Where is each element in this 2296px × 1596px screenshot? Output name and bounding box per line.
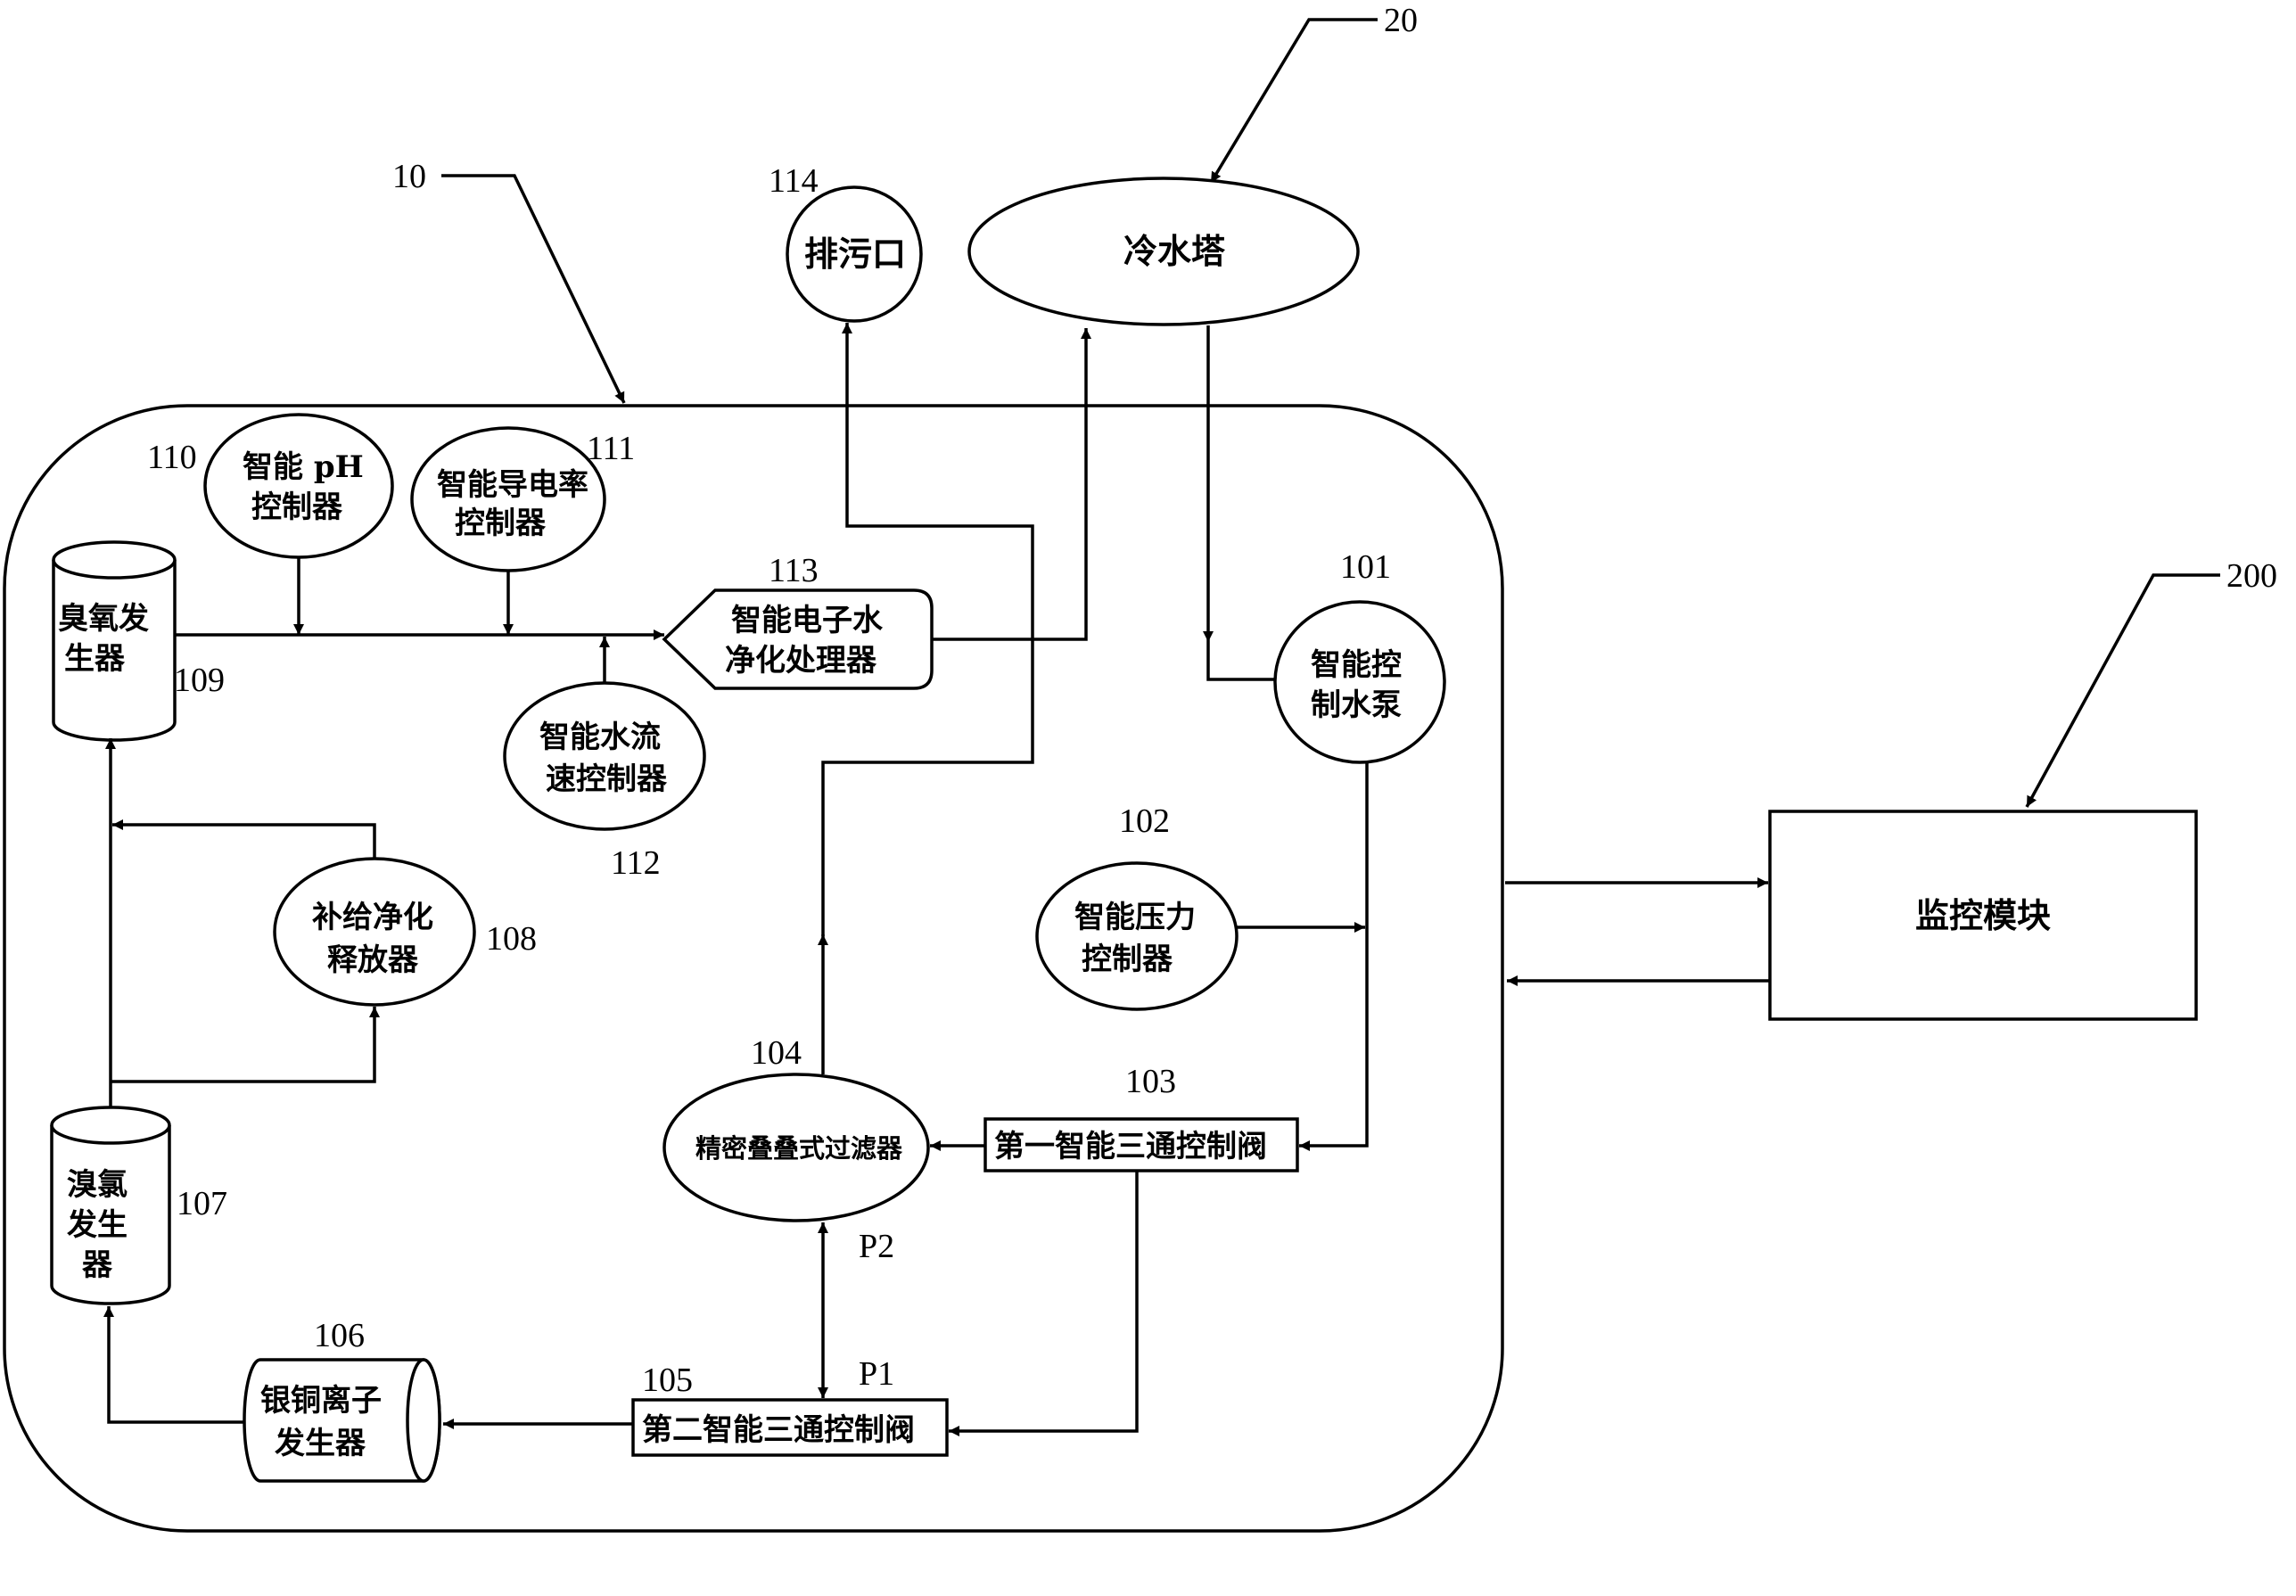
electronic-water-processor-label-2: 净化处理器 [725,643,877,679]
line-first-valve-to-second-valve [949,1171,1139,1436]
ref-label-106: 106 [314,1317,365,1354]
electronic-water-processor: 智能电子水 净化处理器 113 [662,552,934,690]
pressure-controller-label-1: 智能压力 [1074,900,1196,935]
ref-leader-20: 20 [1209,2,1418,184]
supply-release: 补给净化 释放器 108 [273,857,537,1007]
ref-label-107: 107 [177,1185,227,1222]
silver-copper-generator: 银铜离子 发生器 106 [243,1317,441,1483]
second-valve: 第二智能三通控制阀 105 [631,1362,949,1457]
line-to-releaser [111,1007,380,1083]
water-pump: 智能控 制水泵 101 [1273,548,1446,764]
ref-label-20: 20 [1384,2,1418,39]
ref-label-112: 112 [611,844,661,882]
monitor-module: 监控模块 [1768,810,2198,1021]
ref-label-113: 113 [769,552,819,589]
ref-label-108: 108 [486,920,537,958]
port-label-p1: P1 [859,1355,894,1393]
supply-release-label-2: 释放器 [327,942,419,978]
ozone-generator-label-2: 生器 [64,641,126,677]
ph-controller: 智能 pH 控制器 110 [147,413,394,559]
pressure-controller-label-2: 控制器 [1082,942,1173,977]
ref-leader-10: 10 [392,158,626,404]
second-valve-label: 第二智能三通控制阀 [642,1412,915,1448]
cooling-tower: 冷水塔 [967,177,1360,326]
electronic-water-processor-label-1: 智能电子水 [731,603,884,638]
stacked-filter: 精密叠叠式过滤器 104 [662,1034,930,1222]
line-processor-to-tower [932,328,1091,641]
line-silver-copper-to-bromine [103,1306,245,1424]
ref-label-114: 114 [769,162,819,200]
bromine-generator-label-3: 器 [82,1247,113,1283]
first-valve: 第一智能三通控制阀 103 [983,1063,1299,1172]
ref-label-109: 109 [174,662,225,699]
ref-label-200: 200 [2226,557,2277,595]
conductivity-controller-label-1: 智能导电率 [437,467,588,503]
ref-label-111: 111 [587,430,635,467]
ref-label-110: 110 [147,439,197,476]
port-label-p2: P2 [859,1228,894,1265]
silver-copper-generator-label-2: 发生器 [275,1426,366,1461]
flow-rate-controller-label-2: 速控制器 [546,761,668,797]
first-valve-label: 第一智能三通控制阀 [994,1129,1267,1164]
pressure-controller: 智能压力 控制器 102 [1035,802,1239,1011]
water-pump-label-1: 智能控 [1311,647,1402,683]
cooling-tower-label: 冷水塔 [1123,231,1226,271]
ref-label-102: 102 [1119,802,1170,840]
line-releaser-to-ozone-line [112,819,376,859]
bromine-generator-label-1: 溴氯 [67,1167,128,1203]
bromine-generator: 溴氯 发生 器 107 [50,1106,227,1305]
flow-rate-controller: 智能水流 速控制器 112 [503,681,706,882]
water-pump-label-2: 制水泵 [1311,687,1402,723]
system-boundary [3,404,1504,1533]
ref-label-105: 105 [642,1362,693,1399]
stacked-filter-label: 精密叠叠式过滤器 [695,1133,903,1164]
ref-label-101: 101 [1340,548,1391,586]
ph-controller-label-2: 控制器 [251,489,343,525]
conductivity-controller-label-2: 控制器 [455,506,547,541]
bromine-generator-label-2: 发生 [67,1207,128,1243]
ref-leader-200: 200 [2025,557,2277,808]
sewage-outlet: 排污口 114 [769,162,923,323]
line-filter-to-sewage [821,323,1034,936]
conductivity-controller: 智能导电率 控制器 111 [410,426,635,572]
connectors [103,323,1770,1436]
sewage-outlet-label: 排污口 [804,234,906,274]
ph-controller-label-1: 智能 pH [243,449,364,485]
ozone-generator: 臭氧发 生器 109 [52,540,225,742]
flow-rate-controller-label-1: 智能水流 [539,720,661,755]
ref-label-104: 104 [751,1034,802,1072]
monitor-module-label: 监控模块 [1915,895,2051,935]
silver-copper-generator-label-1: 银铜离子 [260,1383,382,1419]
supply-release-label-1: 补给净化 [312,900,433,935]
line-tower-to-pump [1206,642,1275,681]
ref-label-103: 103 [1125,1063,1176,1100]
line-pump-to-first-valve [1299,762,1369,1151]
ozone-generator-label-1: 臭氧发 [58,601,149,637]
ref-label-10: 10 [392,158,426,195]
